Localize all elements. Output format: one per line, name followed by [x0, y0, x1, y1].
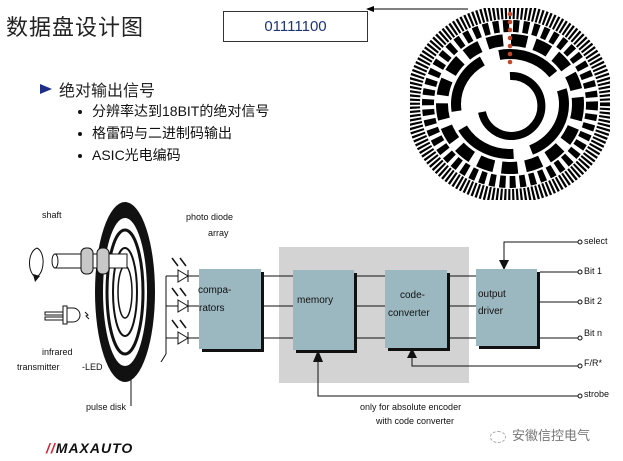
photo-diode-label: photo diode [186, 212, 234, 222]
pulse-disk-label: pulse disk [86, 402, 127, 412]
transmitter-label: transmitter [17, 362, 60, 372]
signal-strobe: strobe [584, 389, 610, 399]
signal-select: select [584, 236, 608, 246]
output-driver-block: output driver [476, 269, 537, 346]
slide-title: 数据盘设计图 [6, 15, 145, 40]
signal-wiring [160, 239, 583, 399]
led-label: -LED [82, 362, 103, 372]
comparators-block: compa- rators [198, 269, 261, 349]
infrared-label: infrared [42, 347, 73, 357]
bullet-dot-icon [78, 154, 82, 159]
note-line-2: with code converter [376, 416, 455, 426]
pointer-arrow [366, 6, 468, 12]
watermark: 安徽信控电气 [490, 425, 590, 444]
code-value-box: 01111100 [223, 11, 368, 42]
code-converter-block: code- converter [385, 270, 447, 348]
bullet-item: ASIC光电编码 [78, 145, 181, 165]
wechat-icon [490, 430, 506, 443]
memory-block: memory [293, 270, 354, 350]
signal-bit-n: Bit n [584, 328, 603, 338]
bullet-dot-icon [78, 110, 82, 115]
bullet-item: 分辨率达到18BIT的绝对信号 [78, 101, 269, 121]
shaft-label: shaft [42, 210, 62, 220]
array-label: array [208, 228, 229, 238]
signal-bit-1: Bit 1 [584, 266, 603, 276]
maxauto-logo: //MAXAUTO [46, 440, 134, 456]
signal-fr: F/R* [584, 358, 602, 368]
heading-text: 绝对输出信号 [59, 83, 156, 100]
encoder-disk-image [410, 8, 610, 200]
triangle-bullet-icon [40, 84, 52, 94]
pulse-disk-assembly [29, 202, 155, 406]
signal-bit-2: Bit 2 [584, 296, 603, 306]
bullet-item: 格雷码与二进制码输出 [78, 123, 232, 143]
note-line-1: only for absolute encoder [360, 402, 462, 412]
bullet-dot-icon [78, 132, 82, 137]
heading-bullet: 绝对输出信号 [40, 77, 155, 101]
